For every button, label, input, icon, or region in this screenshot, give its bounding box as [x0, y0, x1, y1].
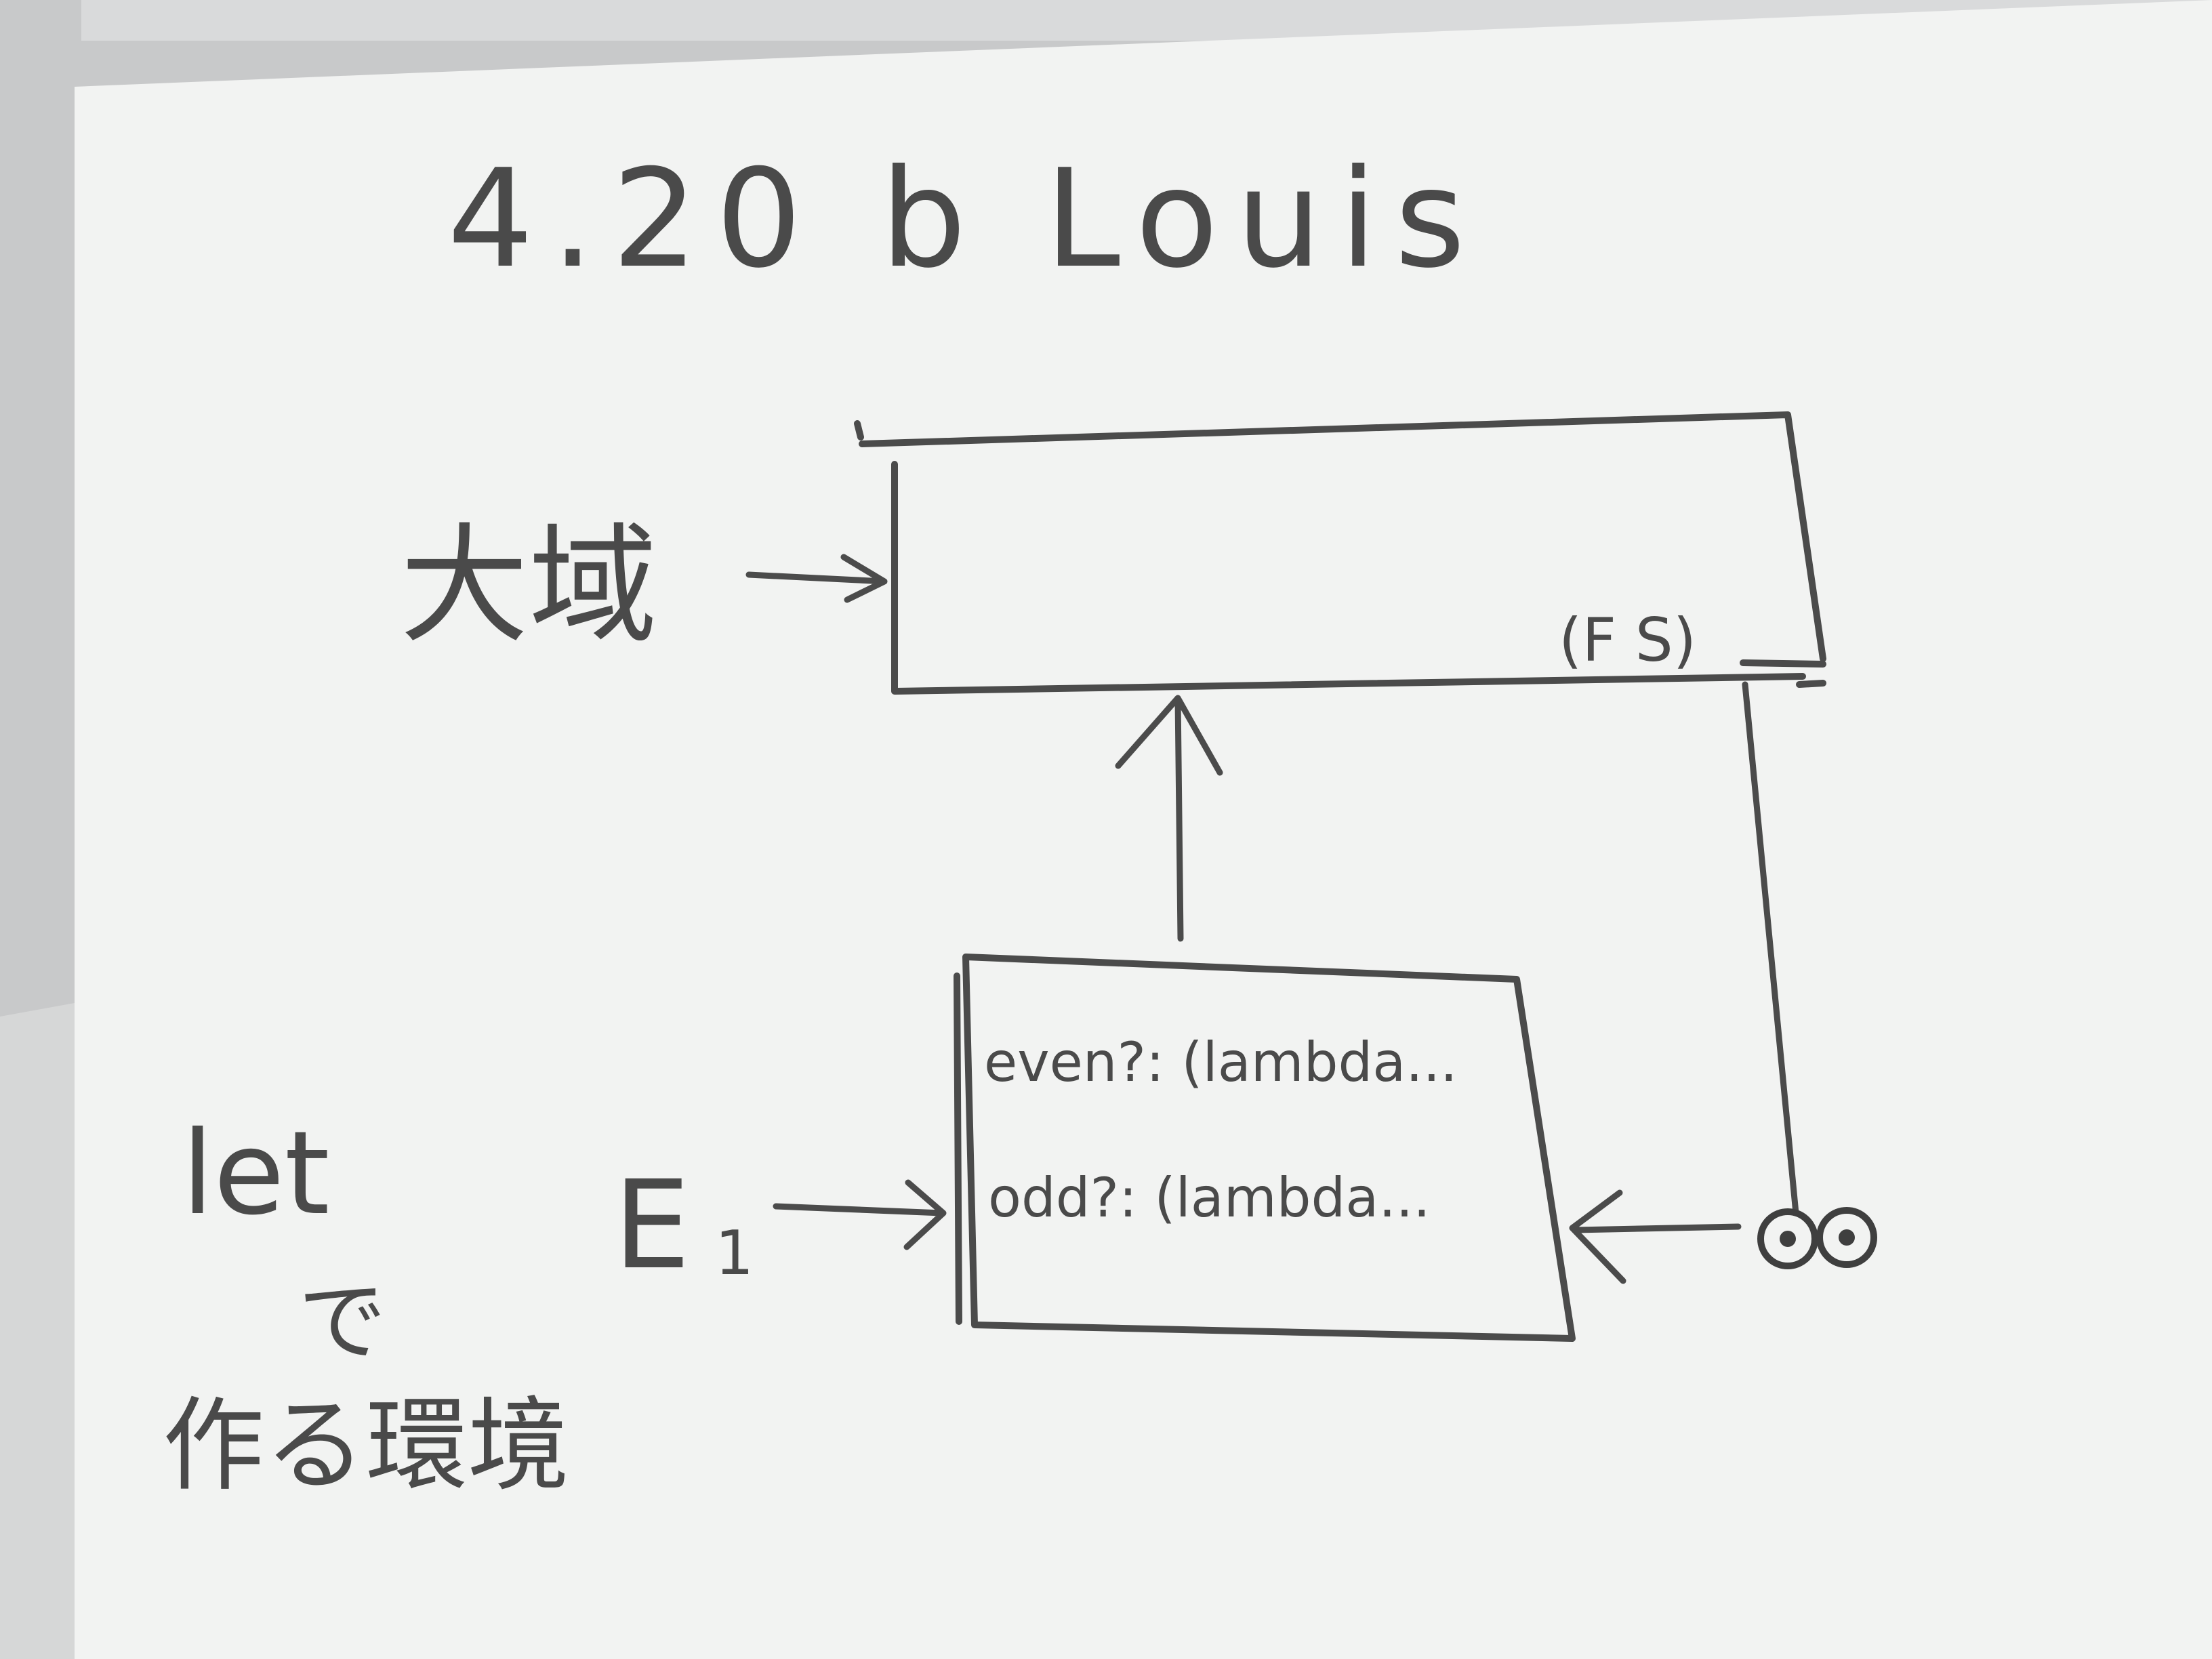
env-label-arrow: [773, 1179, 947, 1250]
global-frame-box: [854, 411, 1826, 695]
side-note-line2: で: [298, 1270, 386, 1373]
title-text: 4.20 b Louis: [447, 140, 1483, 298]
side-note-line1: let: [182, 1107, 329, 1241]
env-frame-box: [954, 954, 1576, 1342]
env-frame-label: E: [613, 1155, 691, 1296]
global-frame-corner-text: (F S): [1559, 605, 1696, 675]
enclosing-env-arrow: [1115, 695, 1223, 942]
global-label-arrow: [745, 554, 888, 603]
procedure-env-pointer: [1569, 681, 1799, 1284]
side-note-line3: 作る環境: [163, 1387, 569, 1505]
binding-even: even?: (lambda...: [984, 1031, 1458, 1094]
paper-shadow: [0, 1003, 75, 1659]
double-circle-procedure-icon: [1757, 1207, 1877, 1269]
global-frame-label: 大域: [400, 511, 657, 661]
binding-odd: odd?: (lambda...: [988, 1166, 1431, 1229]
env-frame-label-subscript: 1: [715, 1218, 754, 1289]
